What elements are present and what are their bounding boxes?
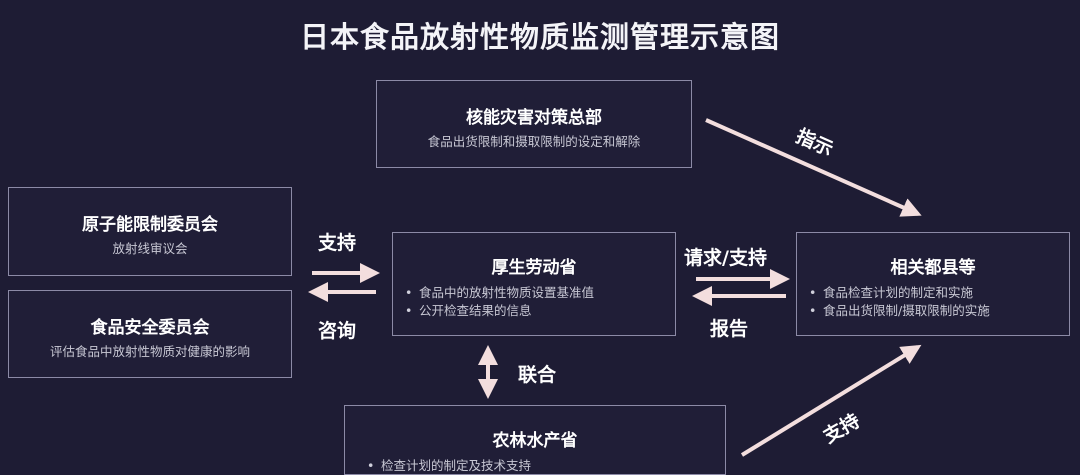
node-title: 农林水产省: [492, 431, 578, 451]
node-bullets: 检查计划的制定及技术支持: [365, 457, 725, 475]
node-subtitle: 评估食品中放射性物质对健康的影响: [49, 344, 250, 359]
edge-label-report: 报告: [710, 318, 749, 340]
node-atomic-committee: 原子能限制委员会 放射线审议会: [8, 187, 292, 276]
arrow-instruct: [705, 118, 922, 217]
node-food-safety-commission: 食品安全委员会 评估食品中放射性物质对健康的影响: [8, 290, 292, 378]
edge-label-support: 支持: [318, 232, 357, 254]
node-mhlw: 厚生劳动省 食品中的放射性物质设置基准值 公开检查结果的信息: [392, 232, 676, 336]
node-disaster-hq: 核能灾害对策总部 食品出货限制和摄取限制的设定和解除: [376, 80, 692, 168]
node-subtitle: 食品出货限制和摄取限制的设定和解除: [427, 134, 641, 149]
node-maff: 农林水产省 检查计划的制定及技术支持: [344, 405, 726, 475]
edge-label-request-support: 请求/支持: [684, 247, 767, 269]
diagram-title: 日本食品放射性物质监测管理示意图: [299, 20, 780, 54]
node-prefectures: 相关都县等 食品检查计划的制定和实施 食品出货限制/摄取限制的实施: [796, 232, 1070, 336]
node-title: 原子能限制委员会: [82, 215, 218, 235]
node-title: 核能灾害对策总部: [466, 108, 602, 128]
bullet-item: 公开检查结果的信息: [403, 302, 675, 320]
edge-label-joint: 联合: [518, 364, 557, 386]
node-subtitle: 放射线审议会: [112, 241, 188, 256]
node-title: 厚生劳动省: [491, 258, 577, 278]
node-title: 相关都县等: [890, 258, 976, 278]
arrow-support-maff: [740, 344, 922, 457]
bullet-item: 食品中的放射性物质设置基准值: [403, 284, 675, 302]
node-bullets: 食品中的放射性物质设置基准值 公开检查结果的信息: [403, 284, 675, 320]
node-title: 食品安全委员会: [90, 318, 210, 338]
bullet-item: 检查计划的制定及技术支持: [365, 457, 725, 475]
node-bullets: 食品检查计划的制定和实施 食品出货限制/摄取限制的实施: [807, 284, 1069, 320]
bullet-item: 食品检查计划的制定和实施: [807, 284, 1069, 302]
bullet-item: 食品出货限制/摄取限制的实施: [807, 302, 1069, 320]
edge-label-consult: 咨询: [318, 320, 357, 342]
